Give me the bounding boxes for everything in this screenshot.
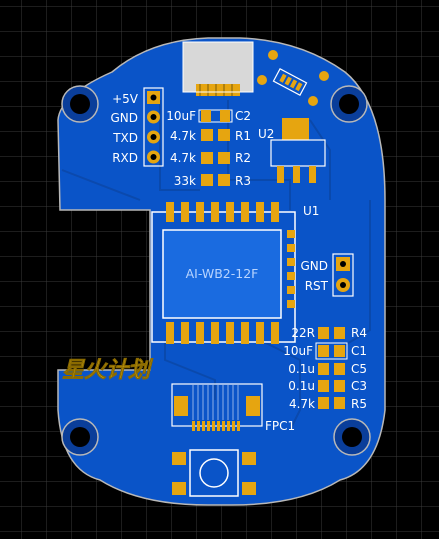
regulator-u2 [270,118,326,183]
r4-ref: R4 [351,326,367,340]
c5-value: 0.1u [288,362,315,376]
crystal-component [257,50,329,106]
c2-ref: C2 [235,109,251,123]
r1-value: 4.7k [170,129,196,143]
tactile-button [158,443,266,497]
wifi-module-u1 [151,202,296,344]
r5-value: 4.7k [289,397,315,411]
c5-ref: C5 [351,362,367,376]
copper-traces [61,100,371,431]
r3-ref: R3 [235,174,251,188]
mounting-hole-bottom-left [61,418,99,456]
mounting-hole-top-left [61,85,99,123]
pin-label-5v: +5V [112,92,139,106]
r1-ref: R1 [235,129,251,143]
pin-header-left [143,87,164,167]
mounting-hole-bottom-right [333,418,371,456]
mounting-hole-top-right [330,85,368,123]
r2-value: 4.7k [170,151,196,165]
c2-value: 10uF [166,109,196,123]
pin-label-gnd: GND [110,111,138,125]
r5-ref: R5 [351,397,367,411]
c1-outline [315,342,348,360]
passive-pads-right [318,327,345,409]
passive-pads-left [198,109,233,186]
c3-ref: C3 [351,379,367,393]
c1-value: 10uF [283,344,313,358]
usb-connector [182,41,254,96]
r3-value: 33k [174,174,196,188]
c1-ref: C1 [351,344,367,358]
module-name: AI-WB2-12F [186,266,259,281]
r2-ref: R2 [235,151,251,165]
fpc-ref: FPC1 [265,419,295,433]
logo-text: 星火计划 [62,358,154,383]
pin-header-right [332,253,354,297]
pin-label-rst: RST [305,279,329,293]
u2-ref: U2 [258,127,274,141]
pin-label-rxd: RXD [112,151,138,165]
u1-ref: U1 [303,204,319,218]
pin-label-gnd-right: GND [300,259,328,273]
c3-value: 0.1u [288,379,315,393]
r4-value: 22R [291,326,315,340]
fpc-connector [171,383,263,431]
pin-label-txd: TXD [112,131,138,145]
